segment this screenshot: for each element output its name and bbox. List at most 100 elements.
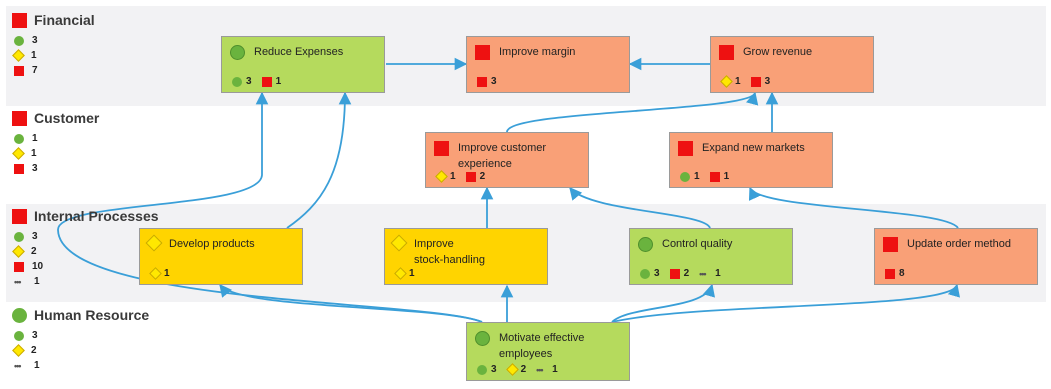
green-circle-icon <box>640 268 650 279</box>
node-title: Control quality <box>662 238 733 250</box>
square-count: 10 <box>32 261 44 272</box>
circle-count: 3 <box>491 364 497 375</box>
red-square-icon <box>14 163 24 174</box>
circle-count: 1 <box>32 133 38 144</box>
link-motivate-to-develop <box>219 284 483 323</box>
diamond-count: 2 <box>520 364 527 375</box>
perspective-title: Financial <box>34 12 95 28</box>
node-title: Reduce Expenses <box>254 46 344 58</box>
diamond-count: 1 <box>164 268 170 279</box>
red-square-icon <box>465 171 476 182</box>
square-count: 7 <box>32 65 38 76</box>
dots-icon: ••• <box>536 364 543 375</box>
circle-count: 3 <box>32 330 38 341</box>
red-square-icon <box>434 141 449 156</box>
green-circle-icon <box>680 171 690 182</box>
yellow-diamond-icon <box>390 234 408 252</box>
node-develop-products[interactable]: Develop products 1 <box>139 228 303 285</box>
square-count: 1 <box>723 171 730 182</box>
yellow-diamond-icon <box>505 363 519 376</box>
link-motivate-to-quality <box>611 283 715 323</box>
link-develop-to-reduce <box>286 91 352 229</box>
yellow-diamond-icon <box>720 75 733 88</box>
green-circle-icon <box>477 364 487 375</box>
red-square-icon <box>883 237 898 252</box>
yellow-diamond-icon <box>12 245 25 258</box>
green-circle-icon <box>12 307 27 323</box>
red-square-icon <box>12 110 27 126</box>
yellow-diamond-icon <box>435 170 448 183</box>
node-title: Grow revenue <box>743 46 813 58</box>
dots-icon: ••• <box>14 276 21 287</box>
square-count: 1 <box>275 76 282 87</box>
circle-count: 3 <box>246 76 252 87</box>
yellow-diamond-icon <box>149 267 162 280</box>
red-square-icon <box>14 65 24 76</box>
dots-count: 1 <box>34 276 40 287</box>
green-circle-icon <box>638 237 653 252</box>
node-improve-margin[interactable]: Improve margin 3 <box>466 36 630 93</box>
node-title: Improve margin <box>499 46 576 58</box>
red-square-icon <box>14 261 24 272</box>
yellow-diamond-icon <box>12 49 25 62</box>
circle-count: 1 <box>694 171 700 182</box>
red-square-icon <box>475 45 490 60</box>
yellow-diamond-icon <box>145 234 163 252</box>
perspective-title: Internal Processes <box>34 208 159 224</box>
circle-count: 3 <box>32 35 38 46</box>
node-update-order-method[interactable]: Update order method 8 <box>874 228 1038 285</box>
red-square-icon <box>709 171 720 182</box>
red-square-icon <box>750 76 761 87</box>
green-circle-icon <box>14 133 24 144</box>
node-title: Develop products <box>169 238 255 250</box>
link-quality-to-experience <box>569 187 711 229</box>
red-square-icon <box>261 76 272 87</box>
diamond-count: 1 <box>450 171 456 182</box>
diamond-count: 1 <box>31 148 37 159</box>
green-circle-icon <box>232 76 242 87</box>
perspective-internal-processes: Internal Processes 3 2 10 ••• 1 <box>12 206 159 289</box>
square-count: 8 <box>899 268 905 279</box>
circle-count: 3 <box>654 268 660 279</box>
diamond-count: 2 <box>31 345 37 356</box>
green-circle-icon <box>14 35 24 46</box>
node-title: Update order method <box>907 238 1011 250</box>
dots-count: 1 <box>34 360 40 371</box>
diamond-count: 1 <box>409 268 415 279</box>
green-circle-icon <box>475 331 490 346</box>
square-count: 3 <box>32 163 38 174</box>
perspective-title: Customer <box>34 110 100 126</box>
square-count: 3 <box>491 76 497 87</box>
dots-count: 1 <box>715 268 721 279</box>
node-grow-revenue[interactable]: Grow revenue 1 3 <box>710 36 874 93</box>
link-motivate-to-update <box>611 283 960 323</box>
yellow-diamond-icon <box>12 344 25 357</box>
perspective-financial: Financial 3 1 7 <box>12 10 95 78</box>
red-square-icon <box>719 45 734 60</box>
node-reduce-expenses[interactable]: Reduce Expenses 3 1 <box>221 36 385 93</box>
dots-count: 1 <box>552 364 558 375</box>
square-count: 2 <box>479 171 486 182</box>
diamond-count: 1 <box>735 76 741 87</box>
square-count: 2 <box>683 268 690 279</box>
red-square-icon <box>678 141 693 156</box>
red-square-icon <box>12 12 27 28</box>
green-circle-icon <box>14 330 24 341</box>
red-square-icon <box>669 268 680 279</box>
yellow-diamond-icon <box>12 147 25 160</box>
node-expand-new-markets[interactable]: Expand new markets 1 1 <box>669 132 833 188</box>
dots-icon: ••• <box>699 268 706 279</box>
diamond-count: 2 <box>31 246 37 257</box>
node-control-quality[interactable]: Control quality 3 2 ••• 1 <box>629 228 793 285</box>
perspective-human-resource: Human Resource 3 2 •••1 <box>12 305 149 373</box>
green-circle-icon <box>230 45 245 60</box>
dots-icon: ••• <box>14 360 21 371</box>
circle-count: 3 <box>32 231 38 242</box>
